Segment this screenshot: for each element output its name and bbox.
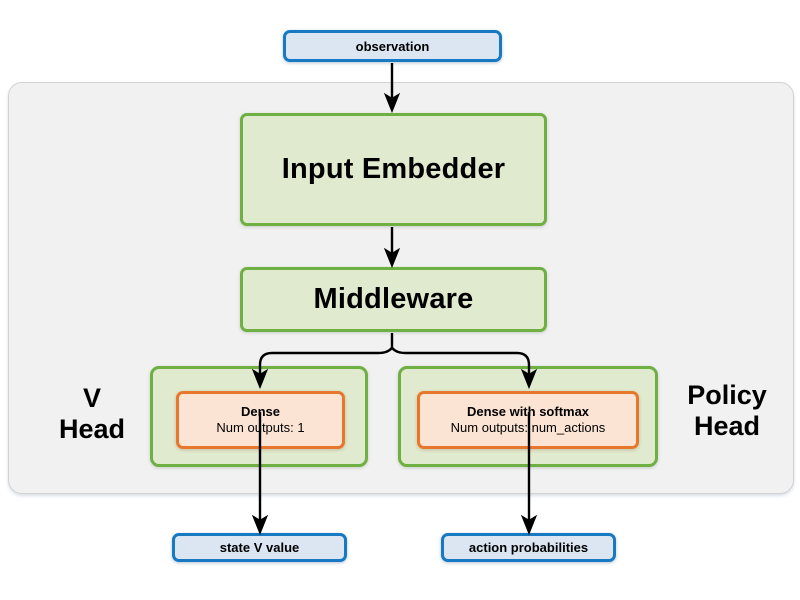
- caption-v-head-line1: V: [82, 383, 101, 413]
- node-dense-policy-subtitle: Num outputs: num_actions: [450, 420, 606, 435]
- caption-policy-head: Policy Head: [664, 380, 790, 442]
- node-state-v-value-label: state V value: [219, 540, 300, 555]
- node-input-embedder-label: Input Embedder: [281, 153, 506, 185]
- node-action-probabilities[interactable]: action probabilities: [441, 533, 616, 562]
- node-input-embedder[interactable]: Input Embedder: [240, 113, 547, 226]
- caption-policy-head-line1: Policy: [687, 380, 767, 410]
- node-action-probabilities-label: action probabilities: [468, 540, 589, 555]
- node-observation-label: observation: [355, 38, 430, 54]
- node-middleware[interactable]: Middleware: [240, 267, 547, 332]
- node-dense-policy-title: Dense with softmax: [466, 403, 590, 419]
- node-dense-v[interactable]: Dense Num outputs: 1: [176, 391, 345, 449]
- node-dense-v-subtitle: Num outputs: 1: [216, 420, 305, 435]
- caption-v-head: V Head: [42, 383, 142, 445]
- node-dense-policy[interactable]: Dense with softmax Num outputs: num_acti…: [417, 391, 639, 449]
- caption-v-head-line2: Head: [58, 414, 126, 445]
- node-middleware-label: Middleware: [313, 283, 474, 315]
- caption-policy-head-line2: Head: [693, 411, 761, 442]
- node-state-v-value[interactable]: state V value: [172, 533, 347, 562]
- node-observation[interactable]: observation: [283, 30, 502, 62]
- node-dense-v-title: Dense: [240, 403, 281, 419]
